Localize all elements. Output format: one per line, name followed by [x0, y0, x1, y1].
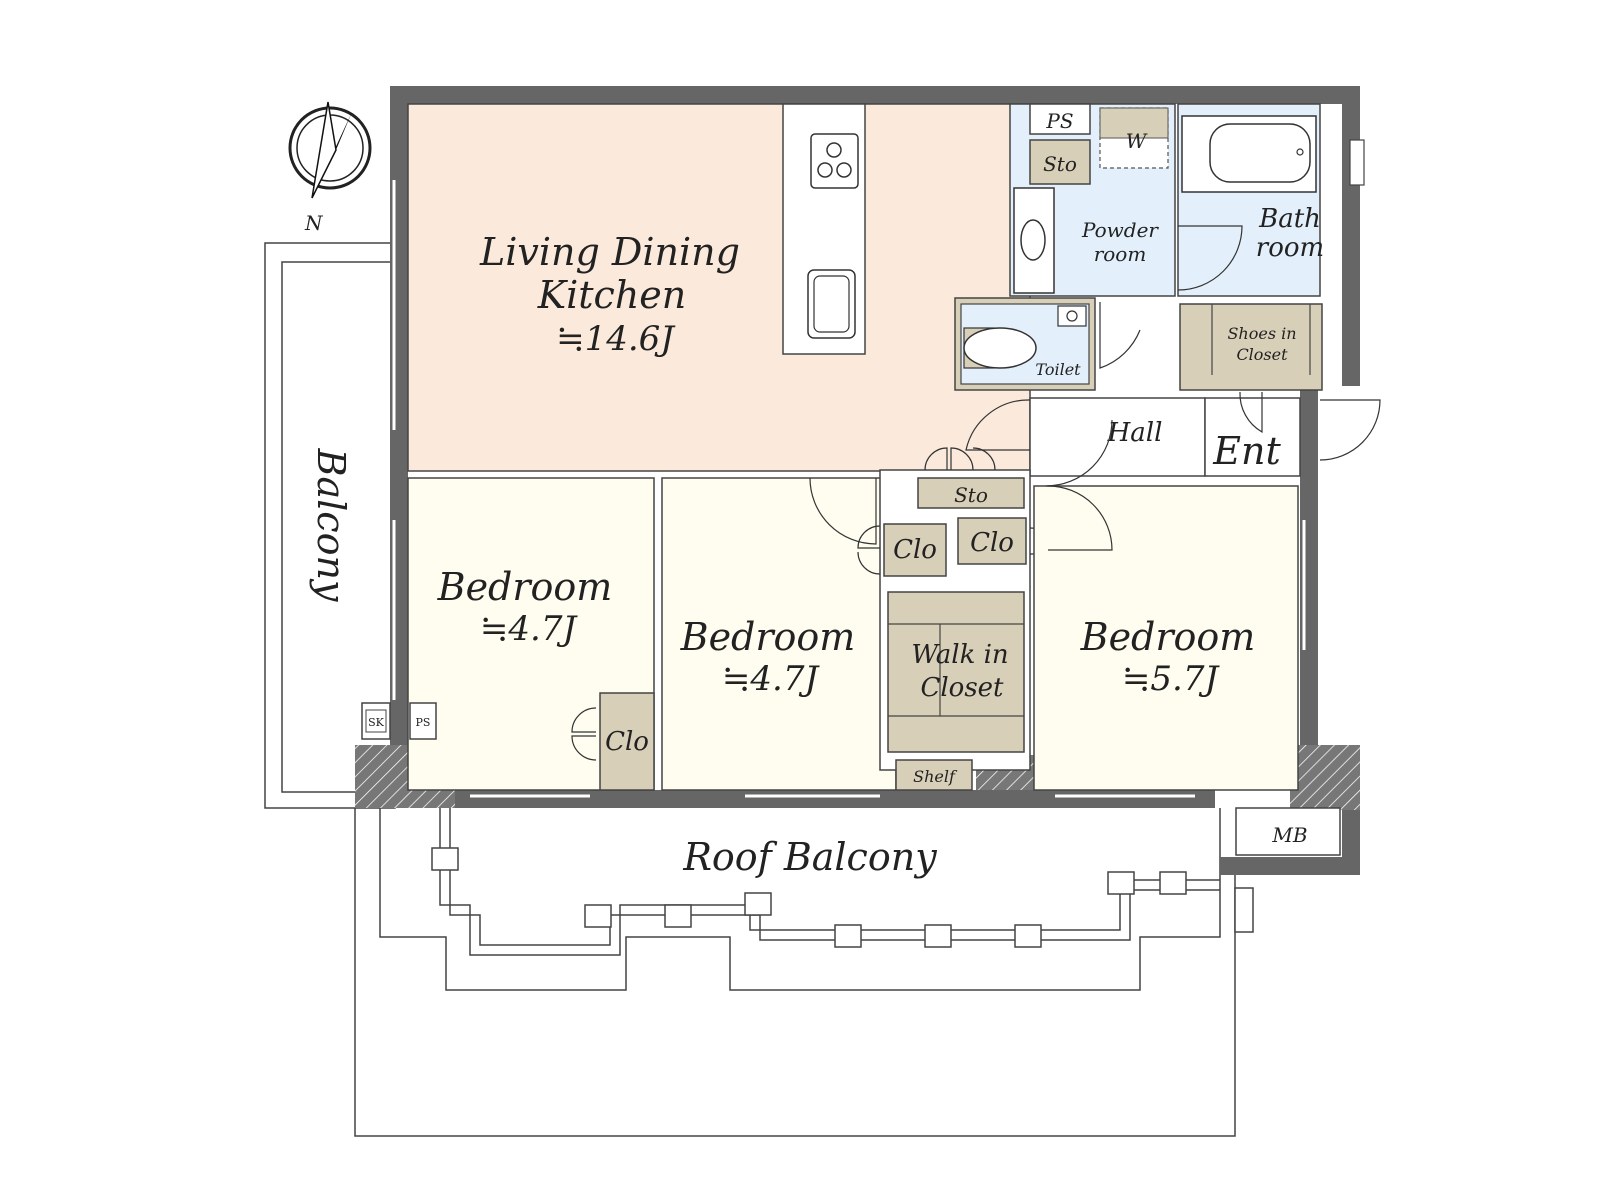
clo-bed1-label: Clo — [605, 727, 649, 757]
roof-balcony-label: Roof Balcony — [682, 835, 937, 879]
balcony-label: Balcony — [309, 448, 353, 602]
bedroom1-name: Bedroom — [437, 565, 613, 609]
bedroom-3: Bedroom ≒5.7J — [1033, 419, 1299, 791]
entry-area: Shoes in Closet Hall Ent — [965, 303, 1381, 477]
bedroom-2: Bedroom ≒4.7J — [661, 477, 897, 791]
bath-line2: room — [1256, 233, 1324, 263]
sink-icon — [807, 269, 856, 339]
washer-label: W — [1126, 129, 1148, 153]
bath-window — [1349, 139, 1365, 186]
toilet-label: Toilet — [1035, 360, 1081, 379]
bedroom3-name: Bedroom — [1080, 615, 1256, 659]
compass-icon: N — [288, 101, 372, 235]
hall-label: Hall — [1107, 418, 1163, 448]
ldk-room: Living Dining Kitchen ≒14.6J — [407, 103, 1031, 472]
wic-line1: Walk in — [911, 640, 1008, 670]
bathtub-icon — [1181, 115, 1317, 193]
toilet-icon — [963, 305, 1087, 369]
north-label: N — [304, 211, 324, 235]
powder-line2: room — [1094, 242, 1147, 266]
clo-bed2-label: Clo — [893, 535, 937, 565]
ldk-name-line1: Living Dining — [479, 230, 740, 274]
roof-balcony: Roof Balcony — [354, 808, 1254, 1137]
bath-line1: Bath — [1258, 204, 1321, 234]
bedroom2-area: ≒4.7J — [722, 659, 821, 699]
sto-top-label-2: Sto — [1043, 152, 1077, 176]
ldk-name-line2: Kitchen — [537, 273, 687, 317]
central-storage: Sto Clo Clo Walk in Closet Shelf — [857, 447, 1057, 791]
shoes-closet-line1: Shoes in — [1227, 324, 1296, 343]
wic-line2: Closet — [920, 673, 1004, 703]
bedroom1-area: ≒4.7J — [480, 609, 579, 649]
sto-hall-label: Sto — [954, 483, 988, 507]
bedroom2-name: Bedroom — [680, 615, 856, 659]
ps-small-label: PS — [416, 716, 431, 729]
windows — [392, 180, 1306, 798]
bedroom-1: Clo Bedroom ≒4.7J — [407, 477, 655, 791]
shelf-label: Shelf — [913, 767, 958, 786]
entrance-label: Ent — [1212, 429, 1281, 473]
ldk-area: ≒14.6J — [556, 319, 676, 359]
west-balcony: Balcony — [264, 242, 396, 809]
utility-boxes: SK PS MB — [361, 702, 1341, 856]
clo-bed3-label: Clo — [970, 528, 1014, 558]
wet-areas: PS Sto PS Sto W Powder room Bath room — [954, 103, 1365, 391]
ps-top-label-2: PS — [1045, 109, 1073, 133]
basin-icon — [1013, 187, 1055, 294]
powder-line1: Powder — [1081, 218, 1159, 242]
bedroom3-area: ≒5.7J — [1122, 659, 1221, 699]
stove-icon — [810, 133, 859, 189]
mb-label: MB — [1271, 823, 1307, 847]
sk-label: SK — [368, 716, 385, 729]
shoes-closet-line2: Closet — [1236, 345, 1288, 364]
